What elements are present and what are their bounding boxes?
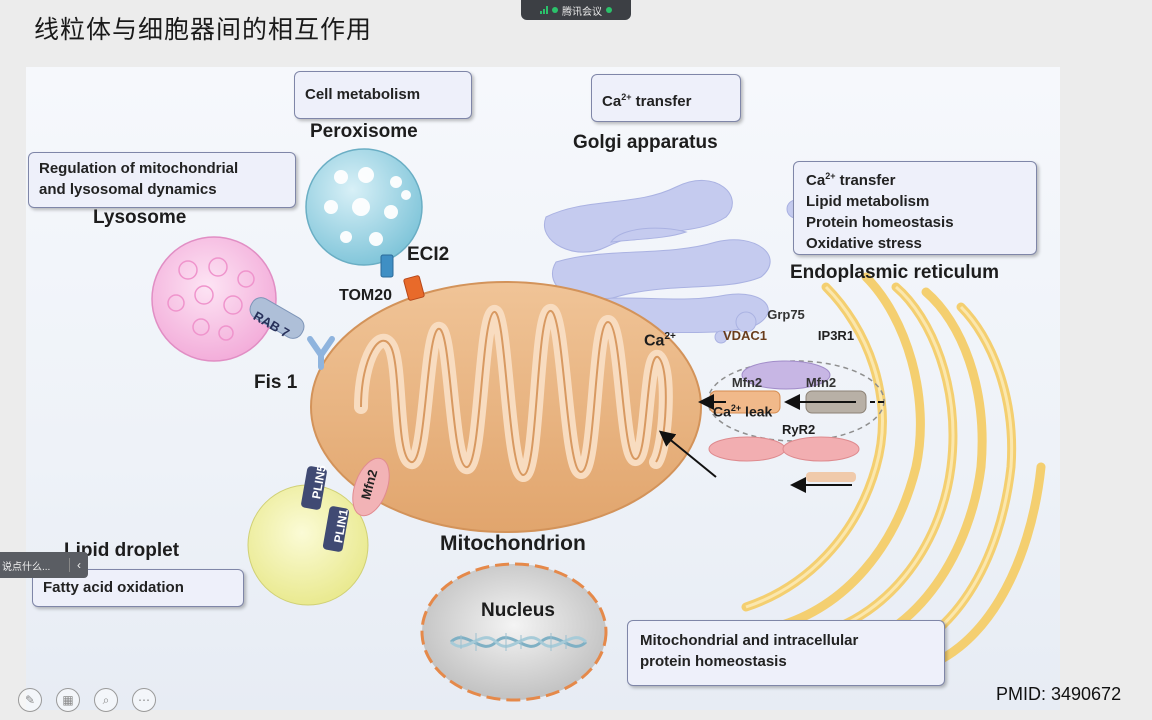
er-function-line3: Protein homeostasis	[806, 214, 954, 231]
er-function-line4: Oxidative stress	[806, 235, 922, 252]
comment-input-tip[interactable]: 说点什么... ‹	[0, 552, 88, 578]
er-function-line1: Ca2+ transfer	[806, 171, 896, 189]
er-label: Endoplasmic reticulum	[790, 262, 1000, 283]
lysosome-function-line2: and lysosomal dynamics	[39, 181, 217, 198]
lysosome-shape	[151, 236, 335, 370]
golgi-function-box: Ca2+ transfer	[591, 74, 741, 122]
nucleus-function-box: Mitochondrial and intracellular protein …	[627, 620, 945, 686]
ryr2-label: RyR2	[782, 422, 816, 437]
grp75-label: Grp75	[767, 306, 805, 322]
endoplasmic-reticulum-shape	[741, 272, 1046, 677]
lysosome-label: Lysosome	[93, 207, 187, 228]
mfn2-b-label: Mfn2	[805, 374, 837, 390]
search-icon[interactable]: ⌕	[94, 688, 118, 712]
slide-title: 线粒体与细胞器间的相互作用	[34, 15, 373, 44]
ca-leak-label: Ca2+ leak	[713, 403, 773, 420]
lysosome-function-line1: Regulation of mitochondrial	[39, 160, 239, 177]
meeting-indicator[interactable]: 腾讯会议	[521, 0, 631, 20]
golgi-label: Golgi apparatus	[573, 132, 718, 153]
er-function-line2: Lipid metabolism	[806, 193, 930, 210]
fis1-label: Fis 1	[254, 372, 298, 393]
cell-metabolism-box: Cell metabolism	[294, 71, 472, 119]
layout-icon[interactable]: ▦	[56, 688, 80, 712]
ca-ion-label: Ca2+	[644, 331, 676, 350]
ip3r1-label: IP3R1	[817, 327, 855, 343]
lipid-droplet-shape	[247, 457, 390, 606]
ca-transfer-text: Ca2+ transfer	[602, 92, 692, 110]
cell-metabolism-text: Cell metabolism	[305, 86, 421, 103]
status-dot-icon	[606, 7, 612, 13]
chevron-left-icon[interactable]: ‹	[69, 558, 88, 572]
mfn2-a-label: Mfn2	[731, 374, 763, 390]
pencil-icon[interactable]: ✎	[18, 688, 42, 712]
nucleus-shape	[420, 562, 608, 702]
er-function-box: Ca2+ transfer Lipid metabolism Protein h…	[793, 161, 1037, 255]
mitochondrion-label: Mitochondrion	[440, 532, 586, 555]
mam-contact-site	[658, 360, 885, 493]
mitochondrion-shape	[310, 281, 702, 533]
eci2-label: ECI2	[407, 244, 450, 265]
more-icon[interactable]: ⋯	[132, 688, 156, 712]
nucleus-label: Nucleus	[481, 600, 555, 621]
peroxisome-label: Peroxisome	[310, 121, 418, 142]
lysosome-function-box: Regulation of mitochondrial and lysosoma…	[28, 152, 296, 208]
nucleus-function-line2: protein homeostasis	[640, 653, 787, 670]
biology-figure: Cell metabolism Ca2+ transfer Regulation…	[26, 67, 1060, 710]
pmid-text: PMID: 3490672	[996, 684, 1122, 704]
comment-placeholder: 说点什么...	[2, 561, 51, 573]
fatty-acid-text: Fatty acid oxidation	[43, 579, 184, 596]
lipid-droplet-label: Lipid droplet	[64, 540, 180, 561]
peroxisome-shape	[305, 148, 425, 301]
signal-icon	[540, 6, 548, 14]
nucleus-function-line1: Mitochondrial and intracellular	[640, 632, 859, 649]
tom20-label: TOM20	[339, 287, 393, 304]
meeting-label: 腾讯会议	[562, 6, 602, 18]
status-dot-icon	[552, 7, 558, 13]
vdac1-label: VDAC1	[722, 327, 768, 343]
